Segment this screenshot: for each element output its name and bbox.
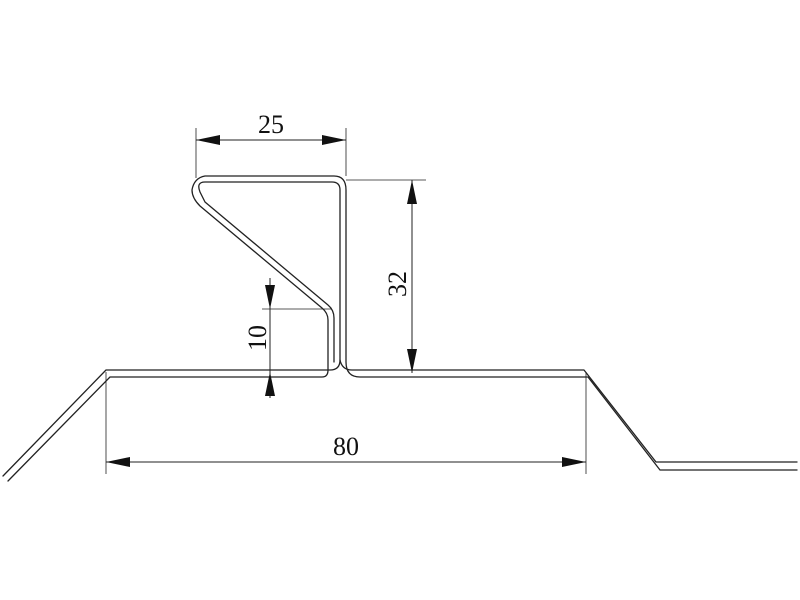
sheet-profile-outer-right (339, 359, 798, 463)
dimension-80: 80 (105, 372, 587, 474)
arrow-10-bottom (265, 372, 275, 396)
dim-label-32: 32 (383, 271, 412, 297)
arrow-10-top (265, 285, 275, 309)
arrow-25-right (322, 135, 346, 145)
arrow-80-right (562, 457, 586, 467)
dim-label-80: 80 (333, 432, 359, 461)
dimension-25: 25 (195, 110, 347, 178)
sheet-profile-outer (2, 181, 341, 477)
arrow-25-left (196, 135, 220, 145)
dim-label-10: 10 (243, 325, 272, 351)
arrow-32-bottom (407, 349, 417, 373)
arrow-80-left (106, 457, 130, 467)
dimension-32: 32 (346, 179, 426, 373)
sheet-profile-inner (7, 175, 798, 482)
arrow-32-top (407, 180, 417, 204)
dim-label-25: 25 (258, 110, 284, 139)
dimension-10: 10 (243, 278, 332, 398)
